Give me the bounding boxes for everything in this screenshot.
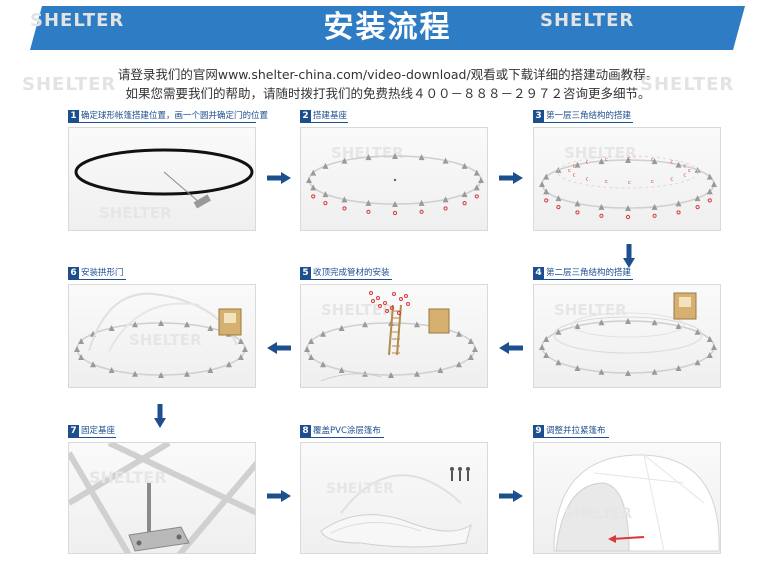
intro-line-website: 请登录我们的官网www.shelter-china.com/video-down… [117,67,659,82]
step-illustration-tighten-cover: SHELTER [533,442,721,554]
step-number: 7 [68,425,79,437]
svg-text:SHELTER: SHELTER [564,144,637,162]
step-number: 9 [533,425,544,437]
step-illustration-top-closing: SHELTER [300,284,488,388]
title-banner: 安装流程 [30,6,745,50]
arrow-right-icon [267,490,291,502]
svg-text:c: c [568,168,571,174]
step-number: 4 [533,267,544,279]
step-underline [68,122,256,123]
svg-text:SHELTER: SHELTER [564,506,632,522]
step-text: 调整并拉紧篷布 [546,426,606,436]
step-number: 1 [68,110,79,122]
arrow-down-icon [623,244,635,268]
arrow-left-icon [499,342,523,354]
step-text: 固定基座 [81,426,116,436]
svg-text:c: c [586,176,589,182]
svg-text:c: c [651,157,654,163]
step-illustration-pvc-cover: SHELTER [300,442,488,554]
arrow-left-icon [267,342,291,354]
step-illustration-fix-base: SHELTER [68,442,256,554]
svg-text:c: c [683,173,686,179]
intro-line-hotline: 如果您需要我们的帮助，请随时拨打我们的免费热线４００－８８８－２９７２咨询更多细… [125,86,651,101]
step-underline [300,122,348,123]
step-underline [533,279,633,280]
step-underline [300,279,392,280]
step-text: 确定球形帐篷搭建位置，画一个圆并确定门的位置 [81,111,269,121]
step-underline [68,437,116,438]
page-title: 安装流程 [323,10,452,45]
arrow-right-icon [499,172,523,184]
step-illustration-circle-marking: SHELTER [68,127,256,231]
step-underline [300,437,384,438]
svg-text:SHELTER: SHELTER [326,481,394,497]
svg-text:c: c [628,156,631,162]
svg-text:SHELTER: SHELTER [99,204,172,222]
step-text: 第一层三角结构的搭建 [546,111,632,121]
step-number: 8 [300,425,311,437]
step-number: 5 [300,267,311,279]
step-number: 6 [68,267,79,279]
svg-text:SHELTER: SHELTER [554,301,627,319]
step-text: 搭建基座 [313,111,348,121]
step-illustration-arched-door: SHELTER [68,284,256,388]
step-underline [68,279,126,280]
svg-text:c: c [628,180,631,186]
step-text: 安装拱形门 [81,268,124,278]
svg-text:SHELTER: SHELTER [89,468,167,487]
svg-text:c: c [573,163,576,169]
svg-text:c: c [605,179,608,185]
step-text: 第二层三角结构的搭建 [546,268,632,278]
step-number: 2 [300,110,311,122]
step-underline [533,437,609,438]
arrow-right-icon [267,172,291,184]
svg-text:c: c [670,176,673,182]
step-illustration-base-plates: SHELTER [300,127,488,231]
step-underline [533,122,633,123]
step-number: 3 [533,110,544,122]
step-illustration-second-layer: SHELTER [533,284,721,388]
svg-text:c: c [586,160,589,166]
svg-text:c: c [670,160,673,166]
svg-text:c: c [683,163,686,169]
step-text: 覆盖PVC涂层篷布 [313,426,381,436]
svg-text:c: c [573,173,576,179]
svg-text:SHELTER: SHELTER [129,331,202,349]
svg-text:SHELTER: SHELTER [321,301,394,319]
svg-text:c: c [651,179,654,185]
step-text: 收顶完成管材的安装 [313,268,390,278]
svg-text:c: c [688,168,691,174]
arrow-down-icon [154,404,166,428]
arrow-right-icon [499,490,523,502]
svg-text:SHELTER: SHELTER [331,144,404,162]
svg-text:c: c [605,157,608,163]
banner-shape [30,6,745,50]
